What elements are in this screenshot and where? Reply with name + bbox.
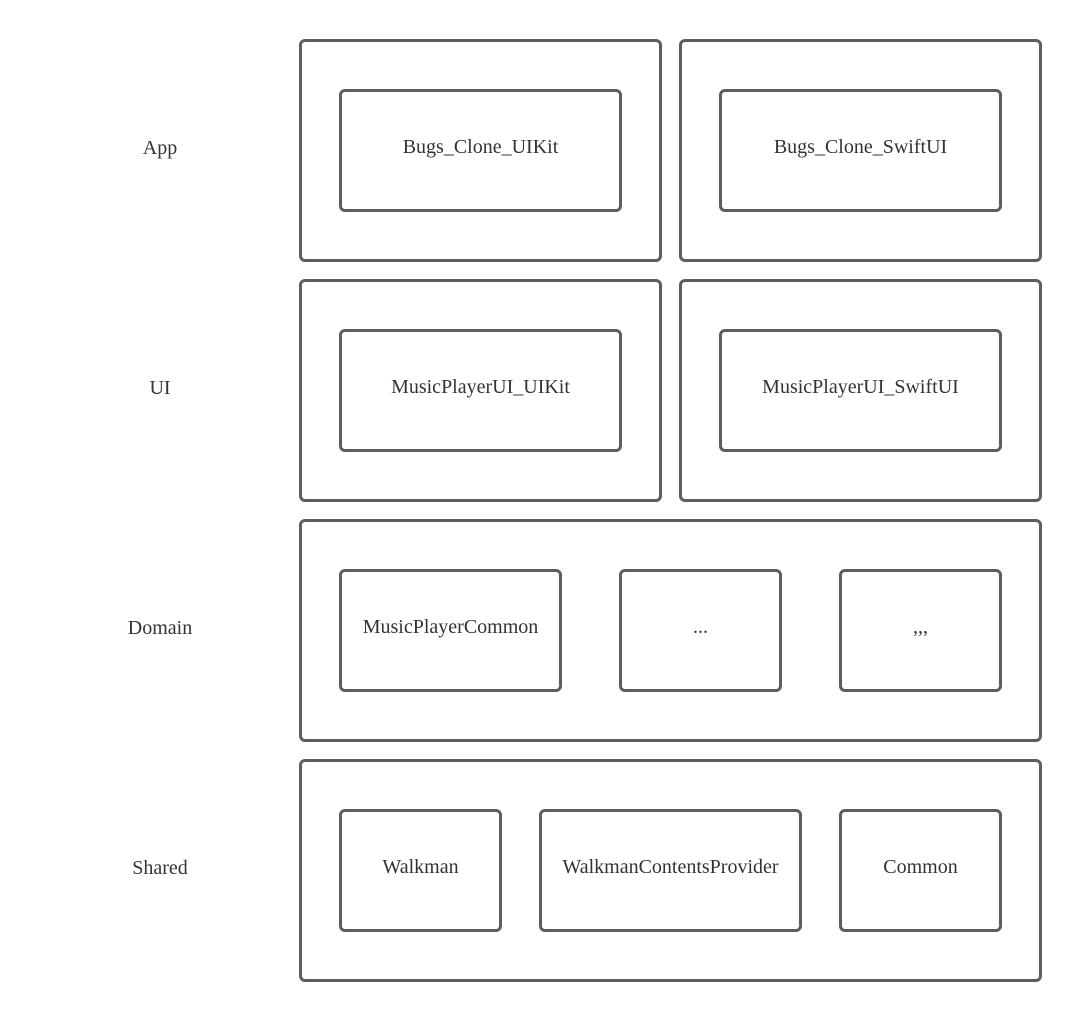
module-label: ... — [693, 616, 708, 638]
module-label: MusicPlayerCommon — [362, 616, 539, 638]
layer-label-app: App — [142, 137, 178, 159]
module-placeholder-ellipsis: ... — [619, 569, 782, 692]
module-bugs-clone-swiftui: Bugs_Clone_SwiftUI — [719, 89, 1002, 212]
layer-label-ui: UI — [149, 377, 171, 399]
module-label: WalkmanContentsProvider — [562, 856, 779, 878]
module-label: Bugs_Clone_SwiftUI — [773, 136, 948, 158]
module-common: Common — [839, 809, 1002, 932]
module-label: MusicPlayerUI_UIKit — [391, 376, 570, 398]
layer-label-shared: Shared — [132, 857, 188, 879]
module-label: Common — [883, 856, 958, 878]
module-walkman: Walkman — [339, 809, 502, 932]
module-label: Walkman — [382, 856, 459, 878]
module-walkmancontentsprovider: WalkmanContentsProvider — [539, 809, 802, 932]
module-label: ,,, — [913, 616, 928, 638]
module-placeholder-commas: ,,, — [839, 569, 1002, 692]
module-bugs-clone-uikit: Bugs_Clone_UIKit — [339, 89, 622, 212]
module-label: Bugs_Clone_UIKit — [402, 136, 559, 158]
module-label: MusicPlayerUI_SwiftUI — [762, 376, 959, 398]
layer-label-domain: Domain — [127, 617, 193, 639]
module-musicplayercommon: MusicPlayerCommon — [339, 569, 562, 692]
module-musicplayerui-swiftui: MusicPlayerUI_SwiftUI — [719, 329, 1002, 452]
module-musicplayerui-uikit: MusicPlayerUI_UIKit — [339, 329, 622, 452]
